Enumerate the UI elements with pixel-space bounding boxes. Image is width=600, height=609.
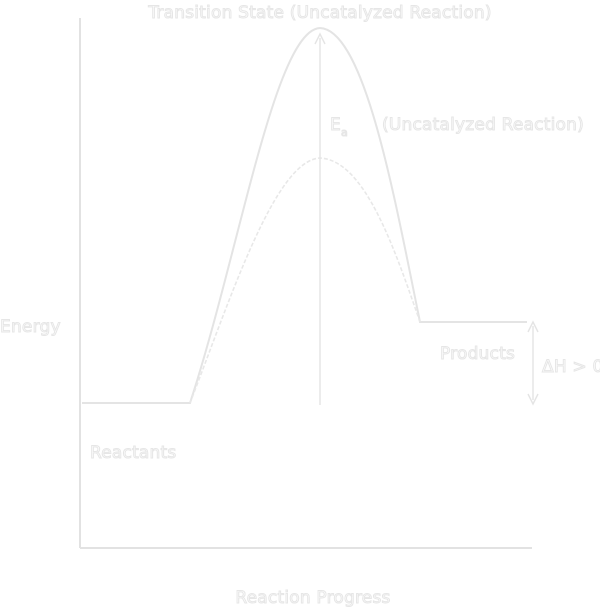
delta-h-label: ΔH > 0 [542, 357, 600, 377]
delta-h-arrowhead-up-icon [527, 320, 539, 333]
catalyzed-curve [189, 157, 421, 404]
reactants-label: Reactants [90, 443, 176, 463]
ea-subscript: a [341, 126, 348, 139]
ea-symbol: E [330, 115, 341, 135]
products-label: Products [440, 344, 515, 364]
uncatalyzed-note-label: (Uncatalyzed Reaction) [382, 115, 584, 135]
activation-energy-label: Ea [330, 115, 348, 139]
activation-energy-arrowhead-icon [314, 32, 326, 45]
y-axis-label: Energy [0, 317, 61, 337]
transition-state-label: Transition State (Uncatalyzed Reaction) [147, 3, 491, 23]
uncatalyzed-curve [82, 26, 527, 404]
delta-h-arrowhead-down-icon [527, 393, 539, 406]
x-axis-label: Reaction Progress [235, 588, 390, 608]
